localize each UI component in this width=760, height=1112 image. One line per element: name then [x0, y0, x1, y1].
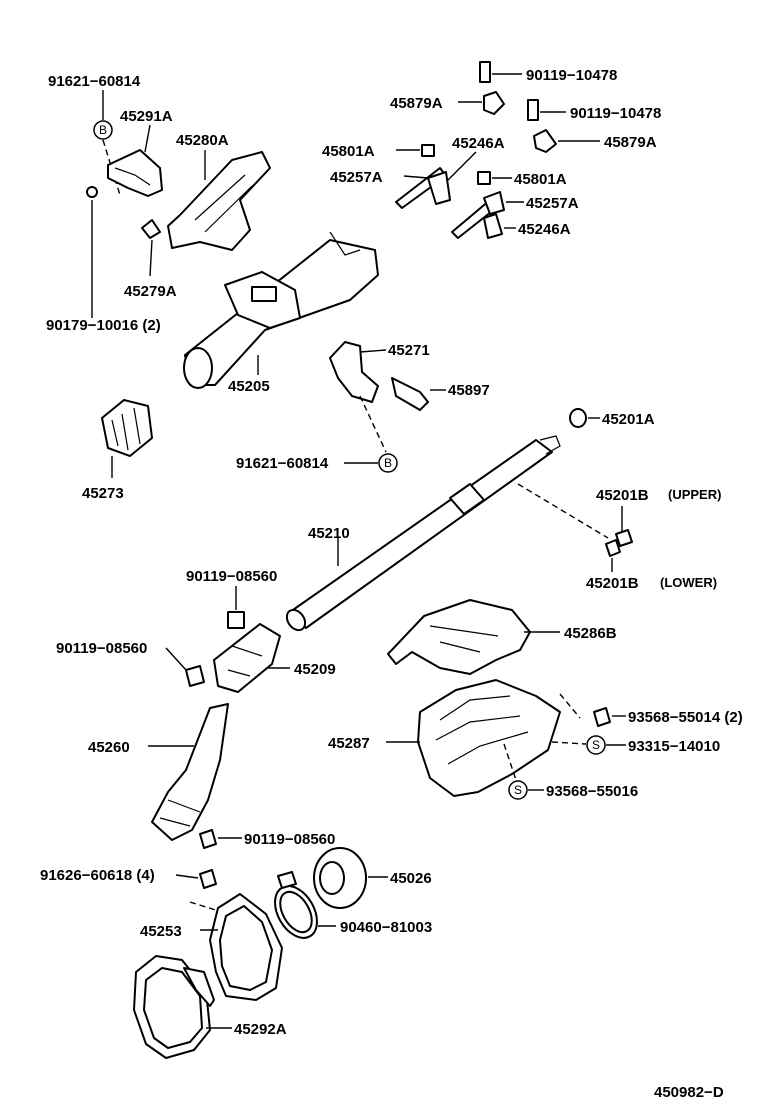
label-45257A-a: 45257A — [330, 169, 383, 186]
label-90119-08560-a: 90119−08560 — [186, 568, 277, 585]
part-90119-08560-bolt-a — [227, 611, 245, 629]
part-group-lower-cover: 45287 93568−55014 (2) S 93315−14010 S 93… — [328, 679, 743, 800]
part-45801A-b — [477, 171, 491, 185]
label-45201B-upper: 45201B — [596, 487, 649, 504]
label-45879A-a: 45879A — [390, 95, 443, 112]
part-45253-boot-inner — [219, 905, 273, 991]
label-45801A-a: 45801A — [322, 143, 375, 160]
label-91621-60814-top: 91621−60814 — [48, 73, 141, 90]
label-93568-55014: 93568−55014 (2) — [628, 709, 743, 726]
part-45210-shaft-end — [285, 608, 307, 632]
part-group-main-shaft: 45210 — [285, 435, 561, 632]
part-group-upper-cover: 45286B — [387, 599, 617, 675]
part-45201A-bearing — [569, 408, 587, 428]
part-45026-seal-inner — [319, 861, 345, 895]
part-45879A-a — [483, 91, 505, 115]
label-upper: (UPPER) — [668, 487, 721, 502]
part-45287-lower-cover — [417, 679, 561, 797]
label-45287: 45287 — [328, 735, 370, 752]
label-90119-10478-b: 90119−10478 — [570, 105, 661, 122]
part-45205-mount-slot — [251, 286, 277, 302]
part-45286B-upper-cover — [387, 599, 531, 675]
part-90119-10478-bolt-a — [479, 61, 491, 83]
part-90119-08560-bolt-c — [199, 829, 217, 849]
part-90119-10478-bolt-b — [527, 99, 539, 121]
part-45201B-lower — [605, 539, 621, 557]
label-91621-60814-mid: 91621−60814 — [236, 455, 329, 472]
marker-b-top — [93, 120, 113, 140]
part-90460-81003-clamp-inner — [279, 890, 313, 934]
part-45801A-a — [421, 144, 435, 157]
label-45210: 45210 — [308, 525, 350, 542]
part-45292A-boot-ring — [183, 967, 215, 1007]
part-group-upper-bracket: 91621−60814 B 45291A 90179−10016 (2) 452… — [46, 73, 271, 334]
label-45292A: 45292A — [234, 1021, 287, 1038]
label-45280A: 45280A — [176, 132, 229, 149]
part-45260-intermediate-shaft — [151, 703, 229, 841]
label-45257A-b: 45257A — [526, 195, 579, 212]
part-group-joint: 90119−08560 90119−08560 45209 45260 9011… — [56, 568, 336, 849]
label-45273: 45273 — [82, 485, 124, 502]
label-90179-10016: 90179−10016 (2) — [46, 317, 161, 334]
part-group-boots: 91626−60618 (4) 45253 45026 90460−81003 … — [40, 847, 432, 1059]
label-45271: 45271 — [388, 342, 430, 359]
marker-b-mid — [378, 453, 398, 473]
part-45246A-b-plate — [483, 213, 503, 239]
label-93568-55016: 93568−55016 — [546, 783, 638, 800]
label-45260: 45260 — [88, 739, 130, 756]
label-45201B-lower: 45201B — [586, 575, 639, 592]
part-93568-55014-screw — [593, 707, 611, 727]
part-45201B-upper — [615, 529, 633, 547]
part-45897-pin — [391, 377, 429, 411]
part-group-column-tube: 45205 — [183, 231, 379, 395]
marker-b-mid-text: B — [384, 456, 392, 470]
label-45279A: 45279A — [124, 283, 177, 300]
part-45209-joint — [213, 623, 281, 693]
part-45257A-b-plate — [483, 191, 505, 215]
label-45253: 45253 — [140, 923, 182, 940]
part-90460-81003-clamp-latch — [277, 871, 297, 889]
marker-s-a — [586, 735, 606, 755]
part-group-bearings: 45201A 45201B (UPPER) 45201B (LOWER) — [517, 408, 721, 592]
part-group-tilt-lever: 45271 45897 B 91621−60814 — [236, 341, 490, 473]
part-90179-10016-nut — [86, 186, 98, 198]
part-45280A-bracket — [167, 151, 271, 251]
label-45201A: 45201A — [602, 411, 655, 428]
label-45209: 45209 — [294, 661, 336, 678]
part-45205-tube-end — [183, 347, 213, 389]
marker-b-top-text: B — [99, 123, 107, 137]
label-45205: 45205 — [228, 378, 270, 395]
label-90119-08560-c: 90119−08560 — [244, 831, 335, 848]
part-45292A-boot-inner — [143, 967, 203, 1049]
part-45291A-cover — [107, 149, 163, 197]
part-45879A-b — [533, 129, 557, 153]
part-91626-60618-bolt — [199, 869, 217, 889]
marker-s-a-text: S — [592, 738, 600, 752]
label-90119-08560-b: 90119−08560 — [56, 640, 147, 657]
label-45879A-b: 45879A — [604, 134, 657, 151]
marker-s-b — [508, 780, 528, 800]
part-45271-lever — [329, 341, 379, 403]
part-group-45273: 45273 — [82, 399, 153, 502]
label-45291A: 45291A — [120, 108, 173, 125]
marker-s-b-text: S — [514, 783, 522, 797]
label-93315-14010: 93315−14010 — [628, 738, 720, 755]
diagram-id: 450982−D — [654, 1084, 724, 1101]
part-45246A-a-plate — [427, 171, 451, 205]
label-90119-10478-a: 90119−10478 — [526, 67, 617, 84]
part-45210-collar — [449, 483, 485, 515]
label-90460-81003: 90460−81003 — [340, 919, 432, 936]
part-90119-08560-bolt-b — [185, 665, 205, 687]
part-group-lock-bracket: 90119−10478 45879A 90119−10478 45879A 45… — [322, 61, 661, 239]
label-45246A-b: 45246A — [518, 221, 571, 238]
label-lower: (LOWER) — [660, 575, 717, 590]
label-45026: 45026 — [390, 870, 432, 887]
part-45279A-clip — [141, 219, 161, 239]
label-45246A-a: 45246A — [452, 135, 505, 152]
label-45897: 45897 — [448, 382, 490, 399]
label-91626-60618: 91626−60618 (4) — [40, 867, 155, 884]
label-45801A-b: 45801A — [514, 171, 567, 188]
label-45286B: 45286B — [564, 625, 617, 642]
